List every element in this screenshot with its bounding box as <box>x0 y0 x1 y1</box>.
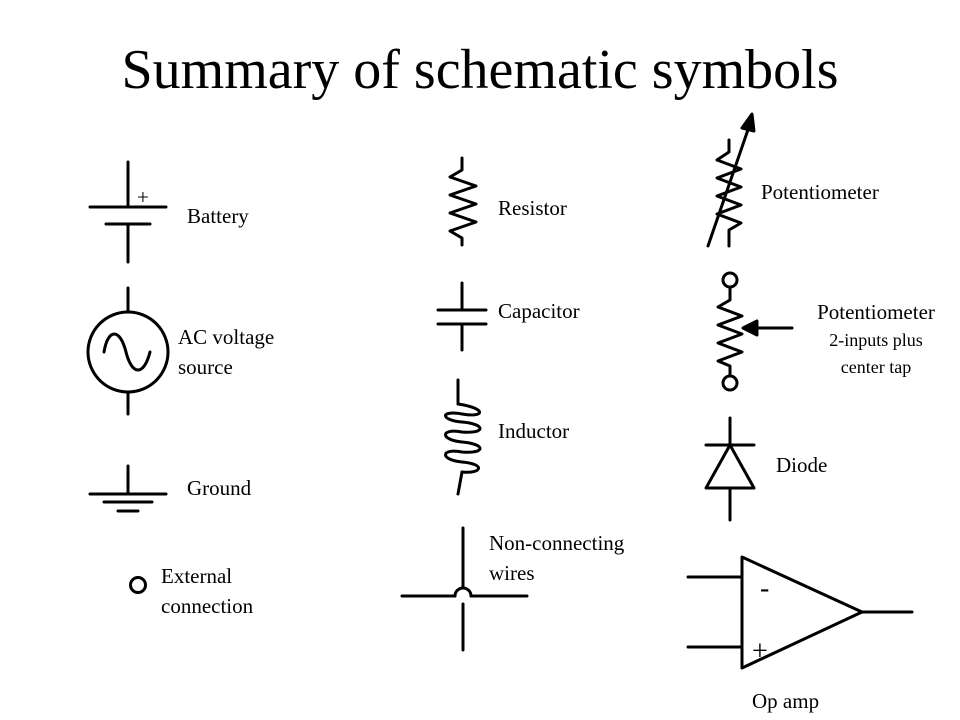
non-connecting-wires-label: Non-connecting wires <box>489 528 624 589</box>
non-connecting-wires-symbol <box>400 526 529 652</box>
op-amp-symbol: - + <box>686 555 914 670</box>
ground-symbol <box>88 464 168 513</box>
inductor-label: Inductor <box>498 419 570 443</box>
potentiometer-tap-symbol <box>716 271 794 392</box>
op-amp-label: Op amp <box>752 689 820 713</box>
battery-plus-sign: + <box>137 185 149 209</box>
resistor-symbol <box>448 156 478 247</box>
inductor-symbol <box>444 378 482 496</box>
ac-voltage-source-symbol <box>86 286 170 416</box>
external-connection-label-line1: External <box>161 564 233 588</box>
diode-label: Diode <box>776 453 828 477</box>
potentiometer-tap-subtitle-line1: 2-inputs plus <box>829 330 923 351</box>
diode-symbol <box>704 416 756 522</box>
external-connection-symbol <box>129 576 147 594</box>
external-connection-label-line2: connection <box>161 594 254 619</box>
slide-title: Summary of schematic symbols <box>121 39 839 101</box>
ground-label: Ground <box>187 476 252 500</box>
potentiometer-symbol <box>706 112 756 248</box>
ac-voltage-source-label: AC voltage source <box>178 322 274 383</box>
potentiometer-tap-title: Potentiometer <box>817 300 935 324</box>
resistor-label: Resistor <box>498 196 567 220</box>
opamp-plus-sign: + <box>752 636 768 667</box>
non-connecting-wires-label-line2: wires <box>489 561 535 586</box>
external-connection-label: External connection <box>161 561 253 622</box>
ac-voltage-source-label-line2: source <box>178 355 233 380</box>
non-connecting-wires-label-line1: Non-connecting <box>489 531 625 555</box>
capacitor-label: Capacitor <box>498 299 580 323</box>
battery-symbol: + <box>88 160 168 264</box>
ac-voltage-source-label-line1: AC voltage <box>178 325 275 349</box>
opamp-minus-sign: - <box>760 573 769 604</box>
potentiometer-tap-subtitle-line2: center tap <box>840 356 912 377</box>
battery-label: Battery <box>187 204 249 228</box>
capacitor-symbol <box>436 281 488 352</box>
potentiometer-label: Potentiometer <box>761 180 879 204</box>
potentiometer-tap-label: Potentiometer 2-inputs plus center tap <box>796 297 956 380</box>
